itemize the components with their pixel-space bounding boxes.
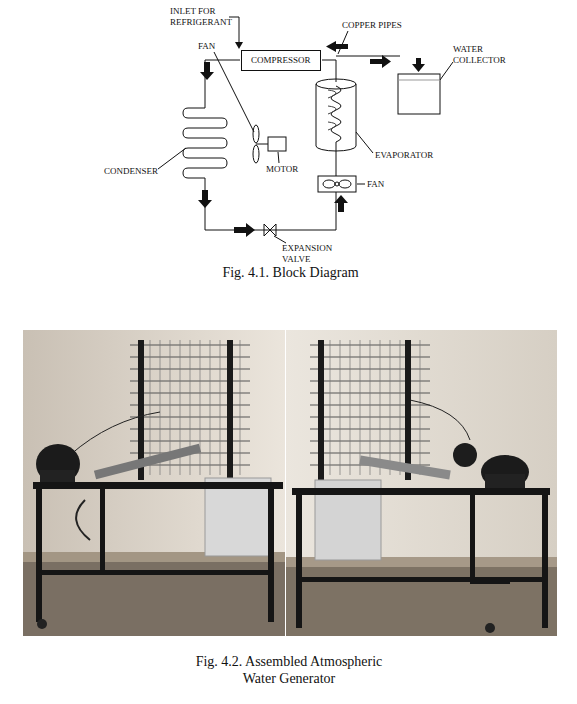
part-label: EVAPORATOR: [375, 150, 433, 161]
part-label: EXPANSION VALVE: [282, 243, 334, 265]
part-label: CONDENSER: [104, 166, 158, 177]
figure-caption: Fig. 4.1. Block Diagram: [2, 264, 577, 281]
part-label: WATER COLLECTOR: [453, 44, 515, 66]
part-label: FAN: [367, 179, 384, 190]
compressor-box: COMPRESSOR: [241, 50, 321, 71]
node-text: COMPRESSOR: [251, 55, 311, 65]
part-label: INLET FOR REFRIGERANT: [170, 6, 232, 28]
figure-caption: Fig. 4.2. Assembled Atmospheric Water Ge…: [183, 653, 395, 687]
part-label: COPPER PIPES: [342, 20, 402, 31]
part-label: FAN: [198, 41, 215, 52]
part-label: MOTOR: [266, 164, 298, 175]
